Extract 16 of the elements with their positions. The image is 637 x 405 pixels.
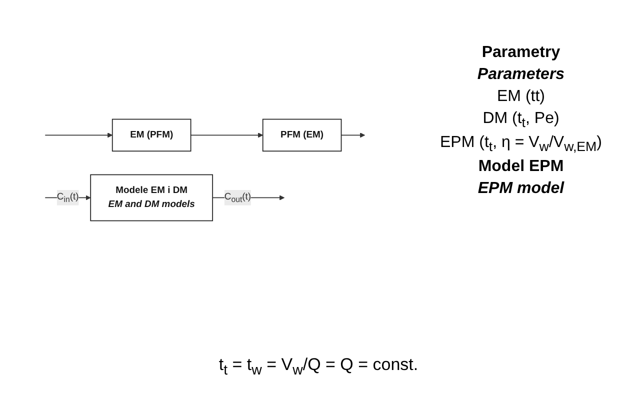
process-box: PFM (EM) bbox=[262, 118, 342, 152]
arrow bbox=[44, 132, 113, 138]
arrow bbox=[190, 132, 264, 138]
heading: Model EPM bbox=[478, 158, 564, 176]
heading: EPM model bbox=[478, 180, 564, 198]
heading: Parametry bbox=[482, 44, 560, 62]
process-box: EM (PFM) bbox=[112, 118, 192, 152]
parameter-text: EM (tt) bbox=[497, 88, 545, 106]
arrow bbox=[340, 132, 366, 138]
heading: Parameters bbox=[477, 66, 565, 84]
parameter-text: EPM (t$_{t}$, η = V$_{w}$/V$_{w,EM}$) bbox=[440, 134, 602, 154]
formula: t$_{t}$ = t$_{w}$ = V$_{w}$/Q = Q = const. bbox=[218, 355, 418, 378]
process-box: Modele EM i DM EM and DM models bbox=[90, 174, 214, 222]
edge-label: C$_{out}$(t) bbox=[224, 192, 252, 204]
parameter-text: DM (t$_{t}$, Pe) bbox=[482, 110, 560, 130]
edge-label: C$_{in}$(t) bbox=[56, 192, 79, 204]
